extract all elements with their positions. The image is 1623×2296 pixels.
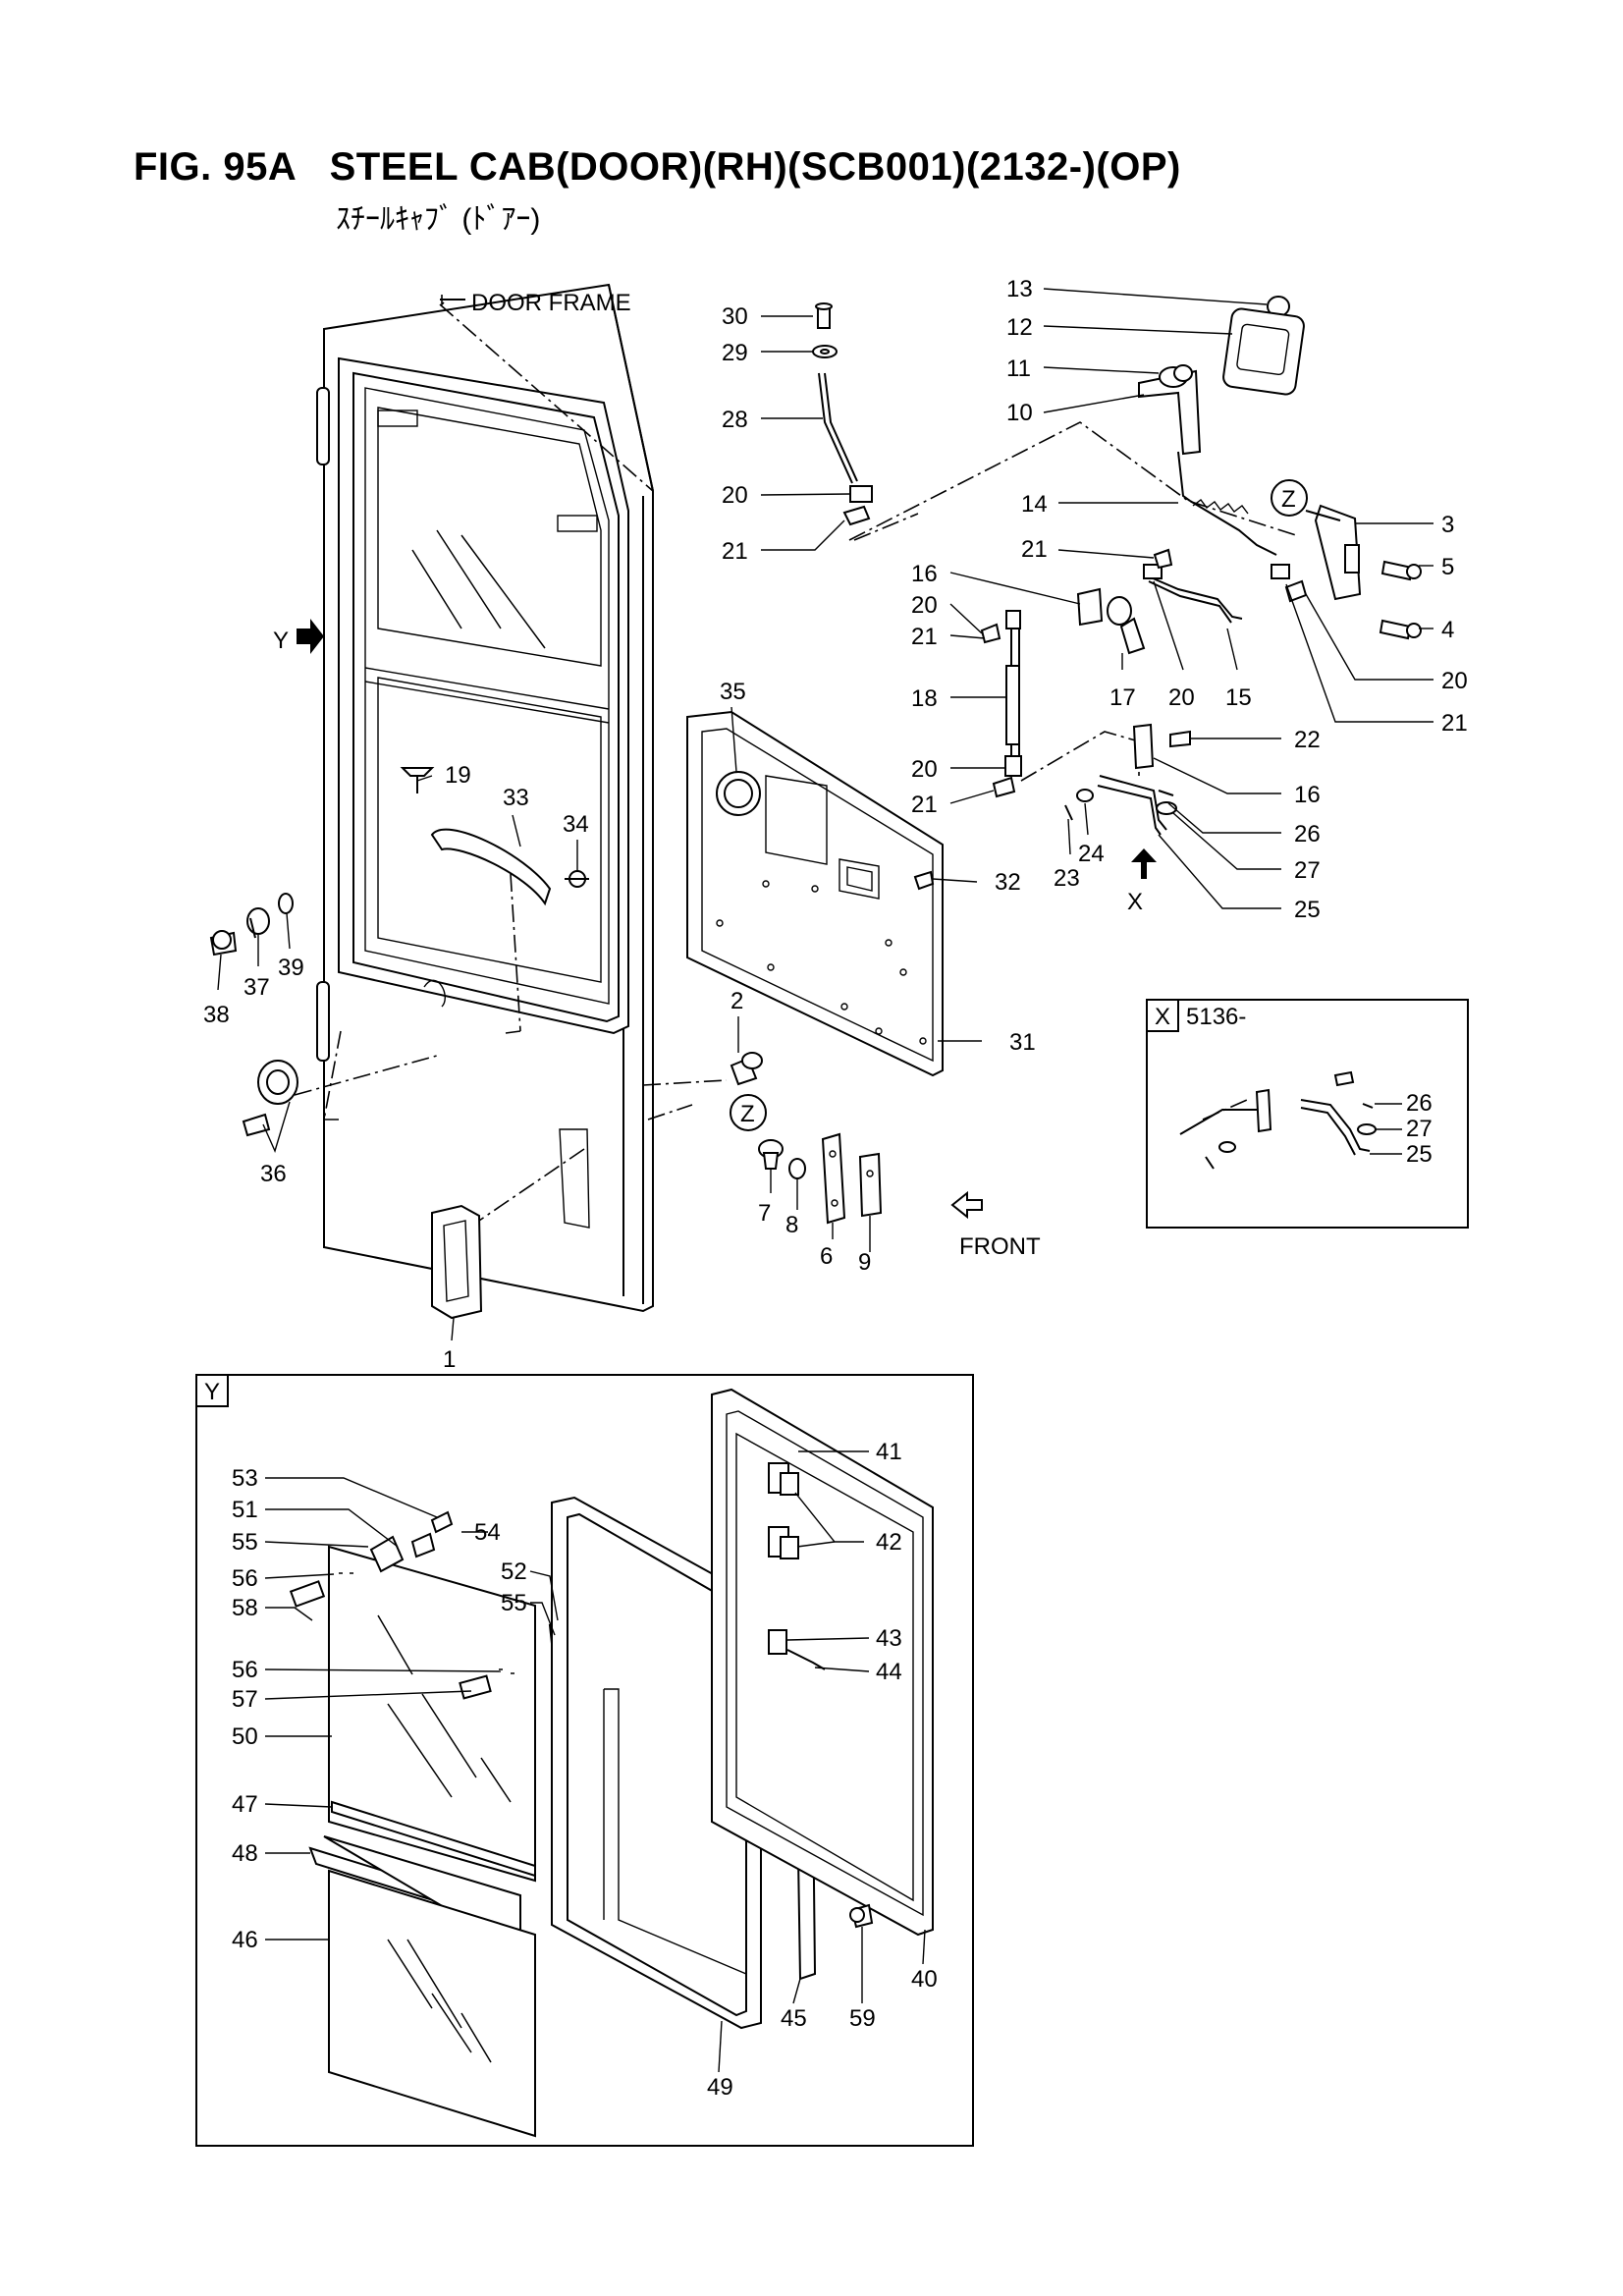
z-mark-mid: Z (730, 1094, 767, 1131)
callout-45: 45 (781, 2005, 807, 2032)
callout-41: 41 (876, 1439, 902, 1465)
door-frame-drawing (316, 283, 654, 1313)
inner-panel-drawing (686, 710, 944, 1077)
callout-20a: 20 (722, 482, 748, 509)
callout-27: 27 (1294, 857, 1321, 884)
callout-58: 58 (232, 1595, 258, 1621)
callout-3: 3 (1441, 512, 1454, 538)
callout-16a: 16 (911, 561, 938, 587)
callout-4: 4 (1441, 617, 1454, 643)
callout-numbers: 30 29 28 20 21 13 12 11 10 14 3 5 4 20 2… (203, 276, 1468, 2101)
callout-36: 36 (260, 1161, 287, 1187)
callout-35: 35 (720, 679, 746, 705)
callout-14: 14 (1021, 491, 1048, 518)
callout-24: 24 (1078, 841, 1105, 867)
callout-54: 54 (474, 1519, 501, 1546)
callout-59: 59 (849, 2005, 876, 2032)
callout-10: 10 (1006, 400, 1033, 426)
callout-52: 52 (501, 1558, 527, 1585)
callout-53: 53 (232, 1465, 258, 1492)
figure-subtitle: ｽﾁｰﾙｷｬﾌﾞ (ﾄﾞｱｰ) (336, 203, 541, 236)
callout-15: 15 (1225, 684, 1252, 711)
detail-x-callout-27: 27 (1406, 1116, 1433, 1142)
lock-linkage-drawing (812, 296, 1422, 879)
detail-x-box: X 5136- 26 27 25 (1146, 999, 1469, 1229)
callout-17: 17 (1109, 684, 1136, 711)
callout-20b: 20 (1441, 668, 1468, 694)
callout-42: 42 (876, 1529, 902, 1556)
callout-50: 50 (232, 1723, 258, 1750)
callout-19: 19 (445, 762, 471, 789)
callout-12: 12 (1006, 314, 1033, 341)
callout-6: 6 (820, 1243, 833, 1270)
callout-20e: 20 (911, 756, 938, 783)
left-hardware-drawing (209, 893, 983, 1320)
callout-21a: 21 (722, 538, 748, 565)
callout-1: 1 (443, 1346, 456, 1373)
front-label: FRONT (959, 1233, 1041, 1260)
callout-21b: 21 (1441, 710, 1468, 737)
callout-29: 29 (722, 340, 748, 366)
callout-55a: 55 (232, 1529, 258, 1556)
detail-y-tag: Y (204, 1379, 220, 1405)
callout-8: 8 (785, 1212, 798, 1238)
callout-23: 23 (1054, 865, 1080, 892)
callout-16b: 16 (1294, 782, 1321, 808)
svg-text:Z: Z (740, 1101, 755, 1127)
callout-leaders (217, 288, 1434, 2073)
callout-21c: 21 (1021, 536, 1048, 563)
callout-21d: 21 (911, 624, 938, 650)
detail-y-box: Y (195, 1374, 974, 2147)
callout-49: 49 (707, 2074, 733, 2101)
callout-34: 34 (563, 811, 589, 838)
callout-33: 33 (503, 785, 529, 811)
callout-51: 51 (232, 1497, 258, 1523)
callout-39: 39 (278, 955, 304, 981)
callout-32: 32 (995, 869, 1021, 896)
detail-x-tag: X (1155, 1004, 1170, 1030)
callout-7: 7 (758, 1200, 771, 1227)
view-x-arrow-label: X (1127, 889, 1143, 915)
callout-11: 11 (1006, 355, 1031, 382)
callout-40: 40 (911, 1966, 938, 1993)
callout-31: 31 (1009, 1029, 1036, 1056)
detail-x-serial: 5136- (1186, 1004, 1246, 1030)
callout-56b: 56 (232, 1657, 258, 1683)
callout-55b: 55 (501, 1590, 527, 1616)
callout-21e: 21 (911, 792, 938, 818)
front-arrow-icon (950, 1190, 983, 1220)
callout-28: 28 (722, 407, 748, 433)
door-frame-label: DOOR FRAME (471, 290, 631, 316)
callout-48: 48 (232, 1840, 258, 1867)
view-y-arrow-label: Y (273, 628, 289, 654)
callout-44: 44 (876, 1659, 902, 1685)
callout-9: 9 (858, 1249, 871, 1276)
callout-2: 2 (730, 988, 743, 1014)
callout-38: 38 (203, 1002, 230, 1028)
callout-18: 18 (911, 685, 938, 712)
z-mark-top: Z (1271, 479, 1308, 517)
callout-37: 37 (243, 974, 270, 1001)
callout-46: 46 (232, 1927, 258, 1953)
callout-30: 30 (722, 303, 748, 330)
svg-text:Z: Z (1281, 486, 1296, 513)
callout-56a: 56 (232, 1565, 258, 1592)
callout-20c: 20 (911, 592, 938, 619)
callout-26: 26 (1294, 821, 1321, 847)
callout-22: 22 (1294, 727, 1321, 753)
callout-13: 13 (1006, 276, 1033, 302)
y-arrow-icon (297, 619, 324, 654)
x-arrow-icon (1131, 848, 1157, 879)
callout-20d: 20 (1168, 684, 1195, 711)
callout-43: 43 (876, 1625, 902, 1652)
detail-x-callout-25: 25 (1406, 1141, 1433, 1168)
figure-title: FIG. 95A STEEL CAB(DOOR)(RH)(SCB001)(213… (134, 145, 1181, 189)
detail-x-callout-26: 26 (1406, 1090, 1433, 1117)
callout-47: 47 (232, 1791, 258, 1818)
callout-57: 57 (232, 1686, 258, 1713)
callout-25: 25 (1294, 897, 1321, 923)
callout-5: 5 (1441, 554, 1454, 580)
